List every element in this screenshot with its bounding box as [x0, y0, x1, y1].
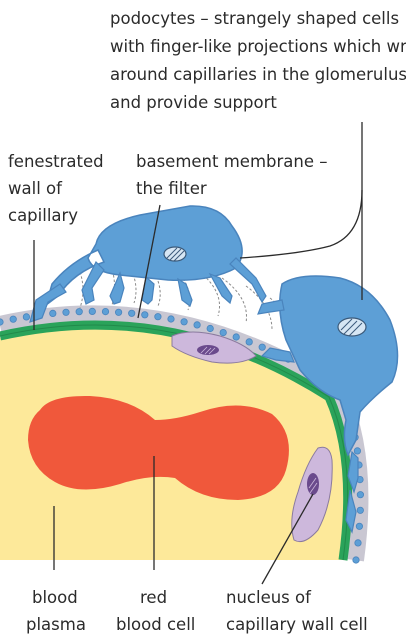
basement-membrane-label-line: basement membrane – — [136, 152, 328, 171]
red-blood-cell-label-line: red — [140, 588, 167, 607]
fenestrated-wall-label: fenestrated wall of capillary — [8, 152, 109, 225]
foot-process — [181, 319, 187, 325]
foot-process — [102, 308, 108, 314]
basement-membrane-label: basement membrane – the filter — [136, 152, 333, 198]
foot-process — [168, 316, 174, 322]
foot-process — [194, 322, 200, 328]
capillary-wall-cell-lower-nucleus — [307, 473, 319, 495]
red-blood-cell-label-line: blood cell — [116, 615, 195, 634]
foot-process — [10, 316, 16, 322]
foot-process — [129, 310, 135, 316]
basement-membrane-label-line: the filter — [136, 179, 207, 198]
foot-process — [207, 325, 213, 331]
blood-plasma-label-line: blood — [32, 588, 78, 607]
foot-process — [354, 448, 360, 454]
podocytes-label: podocytes – strangely shaped cells with … — [110, 9, 406, 112]
blood-plasma-label-line: plasma — [26, 615, 86, 634]
capillary-wall-cell-upper-nucleus — [197, 345, 219, 355]
foot-process — [233, 334, 239, 340]
nucleus-label-line: nucleus of — [226, 588, 312, 607]
foot-process — [115, 309, 121, 315]
foot-process — [89, 308, 95, 314]
foot-process — [220, 329, 226, 335]
fenestrated-wall-label-line: capillary — [8, 206, 78, 225]
foot-process — [155, 314, 161, 320]
red-blood-cell-label: red blood cell — [116, 588, 195, 634]
foot-process — [355, 540, 361, 546]
nucleus-label-line: capillary wall cell — [226, 615, 368, 634]
nucleus-label: nucleus of capillary wall cell — [226, 588, 368, 634]
foot-process — [357, 507, 363, 513]
foot-process — [353, 557, 359, 563]
foot-process — [50, 310, 56, 316]
fenestrated-wall-label-line: wall of — [8, 179, 63, 198]
blood-plasma-label: blood plasma — [26, 588, 86, 634]
foot-process — [23, 314, 29, 320]
foot-process — [76, 309, 82, 315]
podocytes-label-line: around capillaries in the glomerulus — [110, 65, 406, 84]
foot-process — [0, 319, 3, 325]
fenestrated-wall-label-line: fenestrated — [8, 152, 104, 171]
podocyte-leader — [240, 122, 362, 258]
foot-process — [356, 523, 362, 529]
podocytes-label-line: and provide support — [110, 93, 277, 112]
foot-process — [63, 309, 69, 315]
foot-process — [246, 339, 252, 345]
foot-process — [357, 492, 363, 498]
foot-process — [142, 312, 148, 318]
podocytes-label-line: with finger-like projections which wrap — [110, 37, 406, 56]
podocytes-label-line: podocytes – strangely shaped cells — [110, 9, 399, 28]
foot-process — [259, 344, 265, 350]
podocyte-left-nucleus — [164, 247, 186, 261]
